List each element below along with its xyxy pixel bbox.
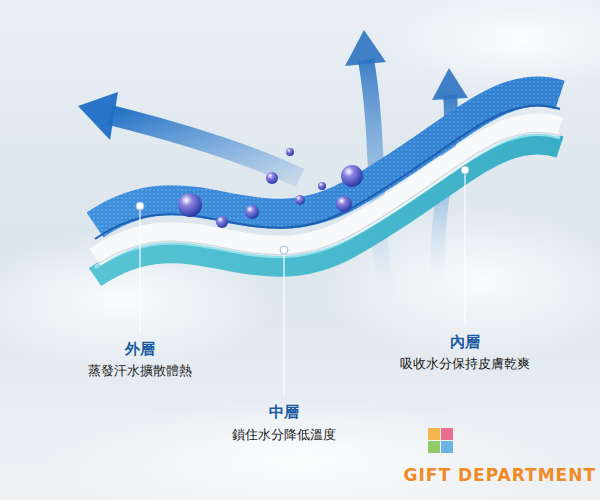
layer-description: 蒸發汗水擴散體熱 [88, 362, 192, 380]
layer-heading: 外層 [125, 340, 155, 359]
watermark: GIFT DEPARTMENT [404, 465, 596, 485]
layer-heading: 中層 [269, 403, 299, 422]
layer-description: 吸收水分保持皮膚乾爽 [400, 355, 530, 373]
layer-description: 鎖住水分降低溫度 [232, 426, 336, 444]
layer-heading: 內層 [450, 333, 480, 352]
